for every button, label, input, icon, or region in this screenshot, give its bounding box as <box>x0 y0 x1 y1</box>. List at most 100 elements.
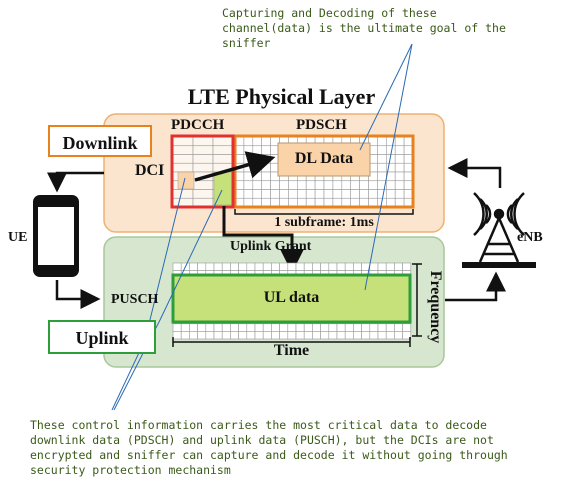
bottom-note-line: downlink data (PDSCH) and uplink data (P… <box>30 433 494 447</box>
grid-cell <box>369 331 379 340</box>
grid-cell <box>243 171 254 182</box>
grid-cell <box>385 331 395 340</box>
grid-cell <box>261 145 271 155</box>
dci-block <box>177 171 195 190</box>
grid-cell <box>402 331 412 340</box>
grid-cell <box>320 331 330 340</box>
grid-cell <box>246 262 256 271</box>
grid-cell <box>402 323 412 332</box>
grid-cell <box>328 331 338 340</box>
grid-cell <box>394 180 405 190</box>
grid-cell <box>336 323 346 332</box>
phone-icon <box>33 195 79 277</box>
grid-cell <box>287 331 297 340</box>
pdcch-border <box>170 134 235 209</box>
grid-cell <box>271 331 280 340</box>
uplink-label: Uplink <box>48 320 156 354</box>
frequency-label: Frequency <box>427 270 444 344</box>
grid-cell <box>172 154 194 164</box>
grid-cell <box>336 262 346 271</box>
grid-cell <box>350 189 360 199</box>
grid-cell <box>353 262 362 271</box>
grid-cell <box>252 136 263 147</box>
grid-cell <box>230 323 239 332</box>
grid-cell <box>212 136 234 147</box>
grid-cell <box>172 189 194 199</box>
grid-cell <box>271 262 280 271</box>
diagram-title: LTE Physical Layer <box>187 84 376 109</box>
grid-cell <box>246 323 256 332</box>
grid-cell <box>238 331 248 340</box>
grid-cell <box>197 331 207 340</box>
grid-cell <box>261 162 271 173</box>
grid-cell <box>295 262 305 271</box>
grid-cell <box>368 180 378 190</box>
grid-cell <box>261 171 271 182</box>
grid-cell <box>192 162 214 173</box>
grid-cell <box>296 180 307 190</box>
grid-cell <box>305 180 316 190</box>
grid-cell <box>180 323 190 332</box>
enb-label: eNB <box>517 230 543 245</box>
grid-cell <box>369 323 379 332</box>
dl-data-block <box>277 142 371 177</box>
grid-cell <box>377 136 387 147</box>
grid-cell <box>279 189 289 199</box>
grid-cell <box>314 189 325 199</box>
grid-cell <box>189 323 198 332</box>
grid-cell <box>320 323 330 332</box>
grid-cell <box>279 180 289 190</box>
uplink-to-enb-arrow <box>445 271 506 302</box>
grid-cell <box>394 145 405 155</box>
grid-cell <box>221 323 231 332</box>
grid-cell <box>252 180 263 190</box>
grid-cell <box>261 136 271 147</box>
grid-cell <box>336 331 346 340</box>
grid-cell <box>361 331 371 340</box>
dci-label: DCI <box>135 162 165 179</box>
grid-cell <box>314 180 325 190</box>
grid-cell <box>305 189 316 199</box>
grid-cell <box>192 145 214 155</box>
grid-cell <box>262 262 272 271</box>
grid-cell <box>221 262 231 271</box>
time-arrow <box>172 337 411 347</box>
grid-cell <box>205 262 215 271</box>
grid-cell <box>287 262 297 271</box>
grid-cell <box>197 262 207 271</box>
dci-to-dl-arrow <box>194 151 276 182</box>
bottom-note-line: security protection mechanism <box>30 463 231 477</box>
grid-cell <box>261 180 271 190</box>
grid-cell <box>341 189 351 199</box>
grid-cell <box>172 323 182 332</box>
grid-cell <box>243 154 254 164</box>
grid-cell <box>288 180 298 190</box>
grid-cell <box>205 331 215 340</box>
grid-cell <box>353 331 362 340</box>
ul-data-label: UL data <box>263 289 320 306</box>
grid-cell <box>312 331 321 340</box>
grid-cell <box>332 180 343 190</box>
grid-cell <box>368 189 378 199</box>
grid-cell <box>246 331 256 340</box>
grid-cell <box>271 323 280 332</box>
grid-cell <box>377 323 387 332</box>
grid-cell <box>359 189 369 199</box>
frequency-arrow <box>412 263 422 337</box>
grid-cell <box>377 162 387 173</box>
uplink-grant-label: Uplink Grant <box>230 239 312 254</box>
bottom-note: These control information carries the mo… <box>30 418 508 478</box>
top-note: Capturing and Decoding of these channel(… <box>222 6 506 51</box>
grid-cell <box>279 331 289 340</box>
top-note-line: channel(data) is the ultimate goal of th… <box>222 21 506 35</box>
grid-cell <box>350 180 360 190</box>
dl-data-label: DL Data <box>294 150 354 167</box>
grid-cell <box>212 145 234 155</box>
grid-cell <box>230 331 239 340</box>
grid-cell <box>238 323 248 332</box>
enb-to-downlink-arrow <box>447 158 502 188</box>
grid-cell <box>394 262 403 271</box>
top-note-line: Capturing and Decoding of these <box>222 6 437 20</box>
pdsch-border <box>233 134 415 209</box>
